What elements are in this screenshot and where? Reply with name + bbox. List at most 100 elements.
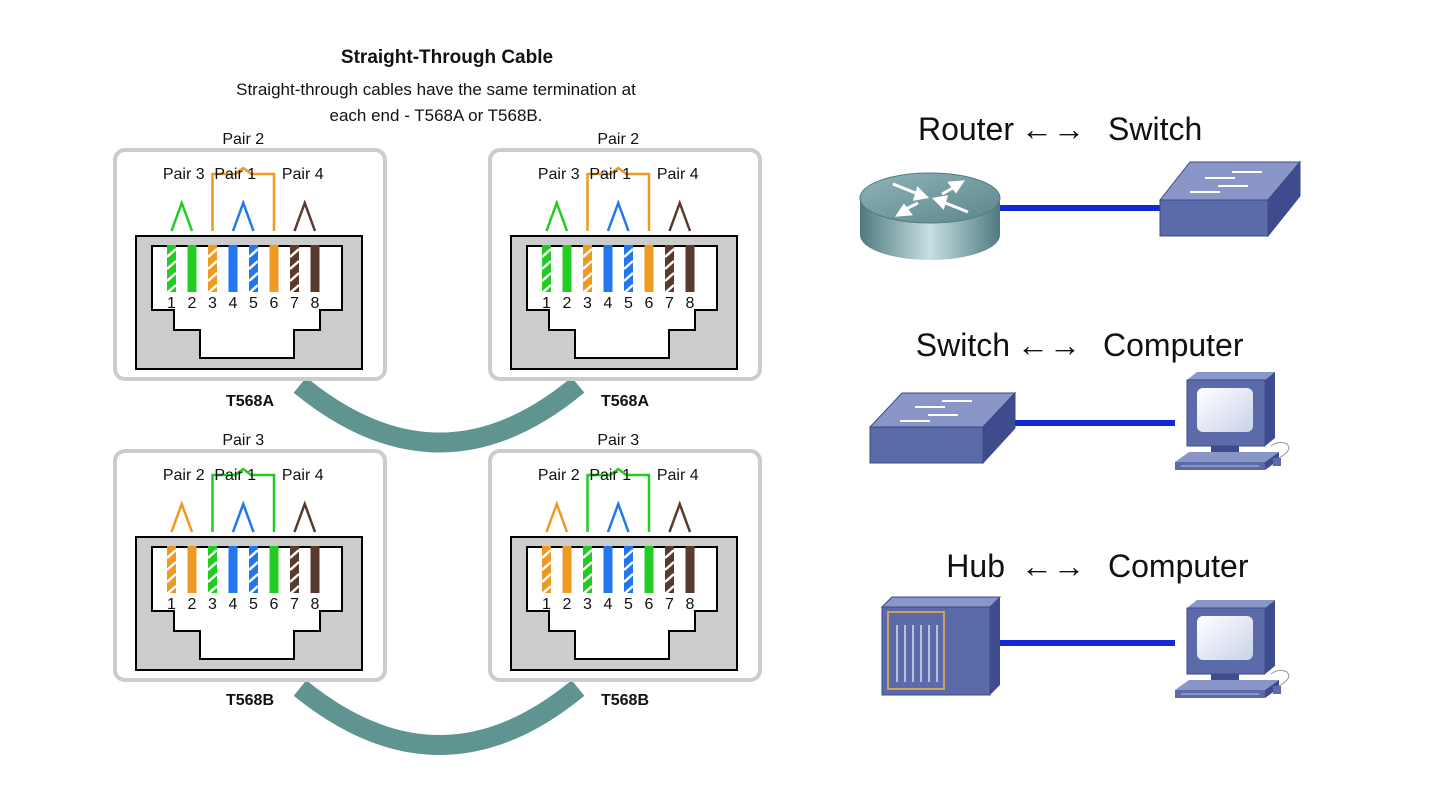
pin-number: 5	[624, 596, 633, 613]
wire-stripe	[582, 573, 593, 583]
pair-chevron-middle	[231, 199, 255, 232]
wire-stripe	[166, 272, 177, 282]
computer-icon	[1175, 372, 1290, 470]
cable-arc-t568a	[293, 377, 585, 453]
pair-label-top: Pair 3	[222, 432, 264, 449]
wire	[187, 245, 197, 292]
standard-label: T568A	[226, 393, 274, 410]
pin-number: 1	[167, 295, 176, 312]
connection-left-label: Router	[918, 111, 1014, 147]
wire-stripe	[541, 573, 552, 583]
pair-label-middle: Pair 1	[214, 166, 256, 183]
wire-stripe	[664, 585, 675, 595]
pin-number: 2	[188, 295, 197, 312]
wire-stripe	[166, 549, 177, 559]
wire-stripe	[166, 248, 177, 258]
wire-stripe	[541, 549, 552, 559]
diagram-subtitle-line1: Straight-through cables have the same te…	[236, 80, 636, 99]
wire	[644, 245, 654, 292]
pair-label-middle: Pair 1	[589, 467, 631, 484]
wire-stripe	[582, 272, 593, 282]
wire-stripe	[289, 284, 300, 294]
wire	[562, 546, 572, 593]
wire-stripe	[623, 248, 634, 258]
mouse	[1273, 686, 1281, 694]
pin-number: 8	[686, 596, 695, 613]
wire-stripe	[289, 585, 300, 595]
wire-stripe	[664, 260, 675, 270]
pair-chevron-left	[545, 199, 569, 232]
wire	[583, 245, 592, 292]
wire-stripe	[207, 248, 218, 258]
pin-number: 5	[249, 295, 258, 312]
pair-bracket-top	[211, 467, 276, 532]
wire	[624, 546, 633, 593]
wire	[542, 245, 551, 292]
wire-stripe	[582, 260, 593, 270]
base-top	[1175, 680, 1279, 690]
connection-left-label: Switch	[916, 327, 1010, 363]
pin-number: 3	[583, 596, 592, 613]
pair-label-middle: Pair 1	[589, 166, 631, 183]
wire-stripe	[289, 272, 300, 282]
pin-number: 4	[229, 596, 238, 613]
wire-stripe	[582, 585, 593, 595]
wire	[685, 245, 695, 292]
pin-number: 5	[624, 295, 633, 312]
wire-stripe	[289, 248, 300, 258]
cable-arc-t568b	[293, 680, 585, 755]
pin-number: 6	[270, 596, 279, 613]
pair-bracket-top	[211, 166, 276, 231]
switch-icon	[1158, 160, 1302, 238]
wire	[542, 546, 551, 593]
pair-label-right: Pair 4	[657, 166, 699, 183]
mouse-cable	[1270, 669, 1290, 687]
connection-right-label: Switch	[1108, 111, 1202, 147]
wire-stripe	[248, 561, 259, 571]
pair-label-middle: Pair 1	[214, 467, 256, 484]
pair-chevron-right	[668, 500, 692, 533]
pair-label-right: Pair 4	[282, 467, 324, 484]
wire-stripe	[664, 561, 675, 571]
wire	[310, 245, 320, 292]
pair-label-left: Pair 2	[163, 467, 205, 484]
wire-stripe	[248, 260, 259, 270]
pair-label-right: Pair 4	[657, 467, 699, 484]
connection-right-label: Computer	[1103, 327, 1244, 363]
wire-stripe	[207, 272, 218, 282]
computer-icon	[1175, 600, 1290, 698]
pin-number: 2	[563, 295, 572, 312]
switch-icon	[868, 391, 1017, 465]
pair-label-left: Pair 3	[163, 166, 205, 183]
wire-stripe	[664, 248, 675, 258]
monitor-top	[1187, 372, 1275, 380]
monitor-screen	[1197, 388, 1253, 432]
wire-stripe	[582, 284, 593, 294]
wire-stripe	[166, 585, 177, 595]
pair-label-right: Pair 4	[282, 166, 324, 183]
pair-chevron-right	[293, 199, 317, 232]
wire	[665, 245, 674, 292]
base-top	[1175, 452, 1279, 462]
wire	[269, 546, 279, 593]
wire-stripe	[207, 284, 218, 294]
pin-number: 3	[583, 295, 592, 312]
pin-number: 5	[249, 596, 258, 613]
connection-router-switch: Router ←→ Switch	[859, 111, 1302, 260]
pair-chevron-left	[170, 500, 194, 533]
wire-stripe	[207, 260, 218, 270]
pin-number: 6	[645, 295, 654, 312]
wire-stripe	[166, 260, 177, 270]
wire-stripe	[623, 561, 634, 571]
wire-stripe	[664, 573, 675, 583]
wire-stripe	[207, 561, 218, 571]
pair-chevron-middle	[606, 500, 630, 533]
pin-number: 1	[167, 596, 176, 613]
monitor-side	[1265, 600, 1275, 674]
wire-stripe	[664, 284, 675, 294]
wire-stripe	[207, 573, 218, 583]
